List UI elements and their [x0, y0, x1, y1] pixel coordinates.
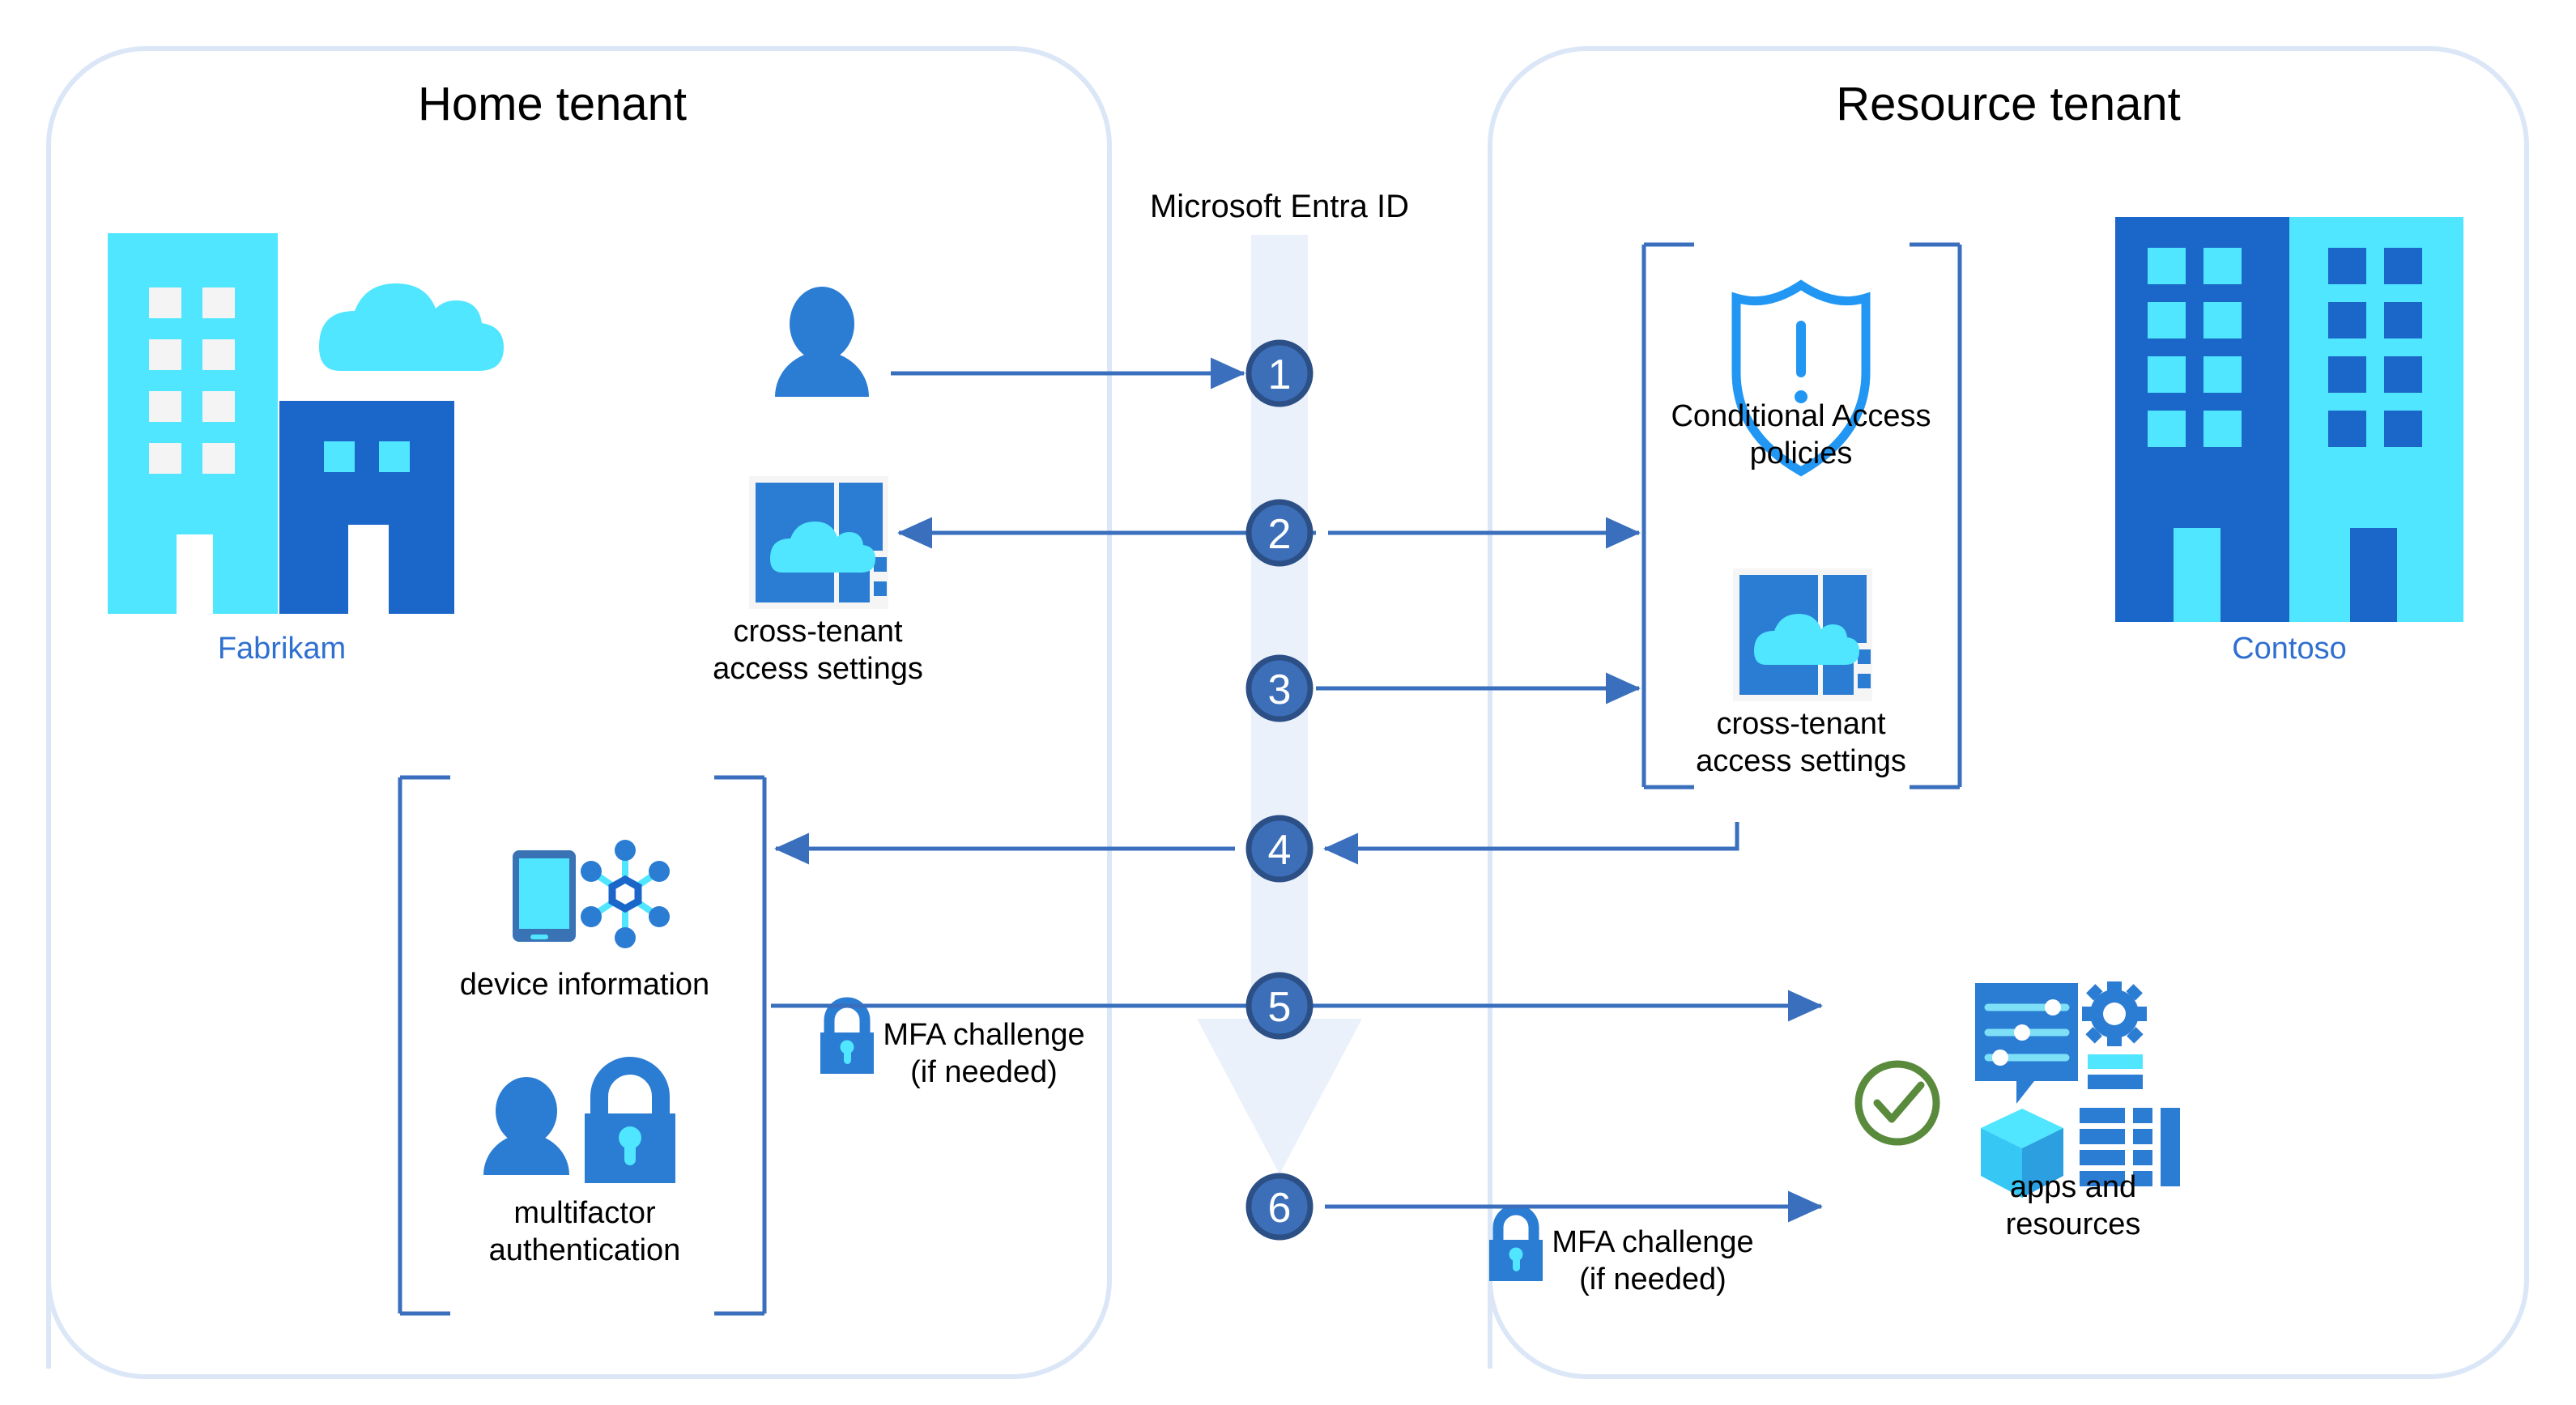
home-tenant-title: Home tenant	[418, 78, 687, 130]
step-6-number: 6	[1268, 1185, 1292, 1232]
mfa-challenge-left-line1: MFA challenge	[883, 1018, 1084, 1052]
shield-exclamation-icon	[1731, 279, 1871, 477]
cross-tenant-label-right-line2: access settings	[1696, 744, 1906, 778]
mfa-challenge-right-line1: MFA challenge	[1552, 1225, 1753, 1259]
green-check-circle-icon	[1854, 1060, 1940, 1146]
step-circle-2: 2	[1245, 499, 1314, 567]
cube-part	[1981, 1109, 2063, 1198]
multifactor-authentication-icon	[483, 1057, 675, 1183]
resource-tenant-title: Resource tenant	[1836, 78, 2181, 130]
step-5-number: 5	[1268, 984, 1292, 1031]
device-information-icon	[513, 840, 670, 948]
step-circle-5: 5	[1245, 972, 1314, 1040]
step-circle-3: 3	[1245, 654, 1314, 722]
step-circle-6: 6	[1245, 1173, 1314, 1241]
fabrikam-buildings-icon	[108, 233, 504, 614]
apps-resources-label-line1: apps and	[2010, 1170, 2136, 1204]
conditional-access-label-line2: policies	[1750, 436, 1853, 470]
cross-tenant-label-right-line1: cross-tenant	[1716, 707, 1886, 741]
step-circle-4: 4	[1245, 815, 1314, 883]
mfa-challenge-right-line2: (if needed)	[1579, 1262, 1727, 1296]
arrow-step-4	[1322, 822, 1739, 865]
padlock-icon-left	[820, 997, 874, 1074]
contoso-label: Contoso	[2232, 632, 2347, 666]
step-1-number: 1	[1268, 351, 1292, 398]
cross-tenant-label-left-line1: cross-tenant	[733, 615, 903, 649]
device-information-label: device information	[460, 968, 709, 1002]
step-2-number: 2	[1268, 511, 1292, 558]
cross-tenant-access-settings-icon-right	[1733, 568, 1872, 701]
home-tenant-evaluation-bracket	[398, 775, 767, 1316]
step-3-number: 3	[1268, 666, 1292, 713]
mfa-label-line1: multifactor	[513, 1196, 656, 1230]
fabrikam-label: Fabrikam	[218, 632, 346, 666]
contoso-buildings-icon	[2115, 217, 2463, 622]
cross-tenant-label-left-line2: access settings	[713, 652, 923, 686]
microsoft-entra-id-label: Microsoft Entra ID	[1150, 189, 1409, 224]
user-icon	[775, 287, 869, 397]
resource-tenant-policy-bracket	[1641, 242, 1962, 790]
step-4-number: 4	[1268, 827, 1292, 874]
step-circle-1: 1	[1245, 339, 1314, 407]
padlock-icon-right	[1489, 1204, 1543, 1281]
apps-resources-label-line2: resources	[2006, 1207, 2141, 1241]
conditional-access-label-line1: Conditional Access	[1671, 399, 1931, 433]
mfa-challenge-left-line2: (if needed)	[910, 1055, 1058, 1089]
cross-tenant-access-settings-icon-left	[749, 476, 888, 609]
mfa-label-line2: authentication	[489, 1233, 681, 1267]
apps-and-resources-icon	[1975, 981, 2180, 1198]
